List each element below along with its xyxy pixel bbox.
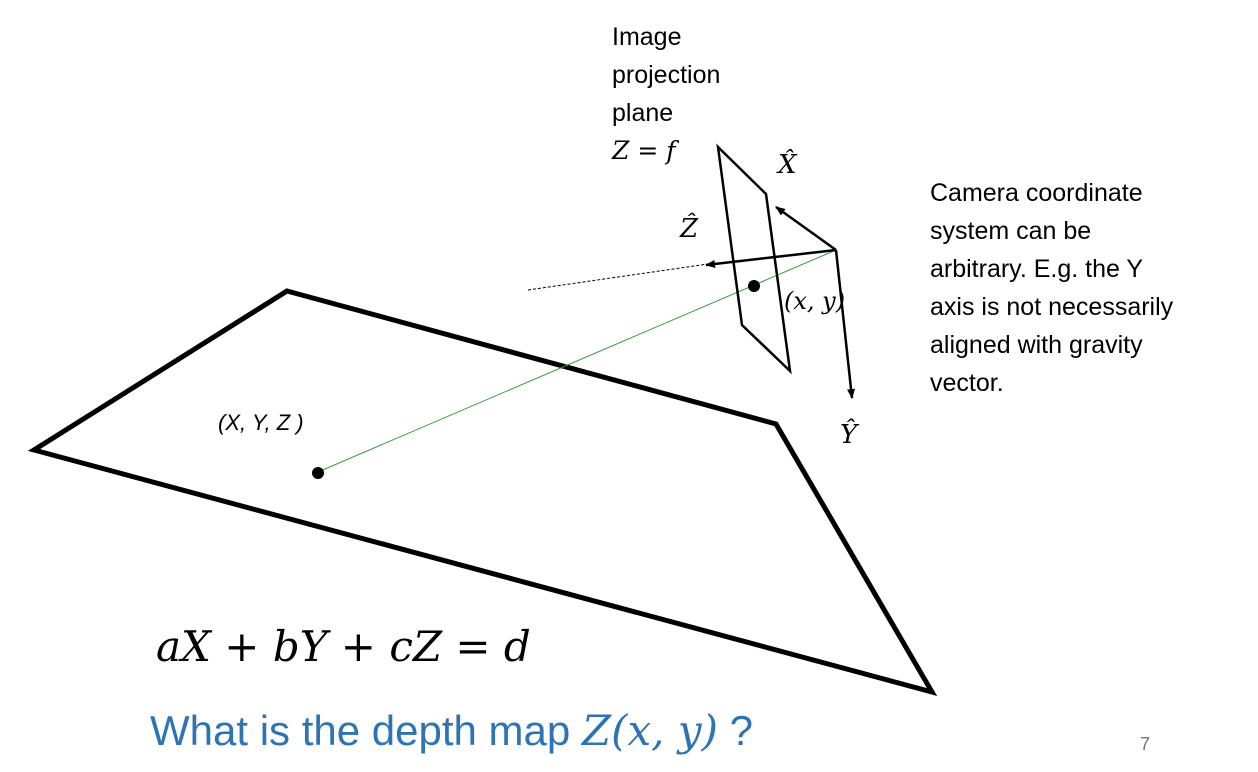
page-number: 7 (1140, 734, 1151, 754)
y-axis-arrow (834, 249, 856, 399)
question-suffix: ? (717, 707, 754, 754)
question-math: Z(x, y) (581, 706, 718, 755)
x-axis-arrow (775, 205, 837, 252)
depth-map-question: What is the depth map Z(x, y) ? (150, 706, 753, 755)
note-line-6: vector. (930, 369, 1004, 397)
question-prefix: What is the depth map (150, 707, 582, 754)
plane-label-line-1: Image (612, 23, 682, 51)
plane-label-equation: Z = f (612, 136, 676, 165)
ground-plane (27, 288, 938, 696)
world-point-label: (X, Y, Z ) (218, 410, 304, 435)
plane-label-line-3: plane (612, 99, 674, 127)
note-line-4: axis is not necessarily (930, 293, 1174, 321)
optical-axis-dotted (527, 263, 709, 291)
plane-equation: aX + bY + cZ = d (156, 622, 531, 671)
x-hat-label: X̂ (778, 150, 797, 180)
note-line-2: system can be (930, 217, 1092, 245)
z-hat-label: Ẑ (680, 214, 699, 244)
note-line-1: Camera coordinate (930, 179, 1143, 207)
y-hat-label: Ŷ (840, 420, 858, 450)
camera-coordinate-note: Camera coordinate system can be arbitrar… (930, 174, 1230, 402)
image-point (748, 280, 760, 292)
image-plane-label: Image projection plane Z = f (612, 18, 720, 170)
note-line-3: arbitrary. E.g. the Y (930, 255, 1144, 283)
image-point-label: (x, y) (784, 287, 846, 315)
z-axis-arrow (705, 248, 837, 268)
plane-label-line-2: projection (612, 61, 721, 89)
world-point (312, 467, 324, 479)
note-line-5: aligned with gravity (930, 331, 1143, 359)
image-plane (716, 143, 792, 375)
